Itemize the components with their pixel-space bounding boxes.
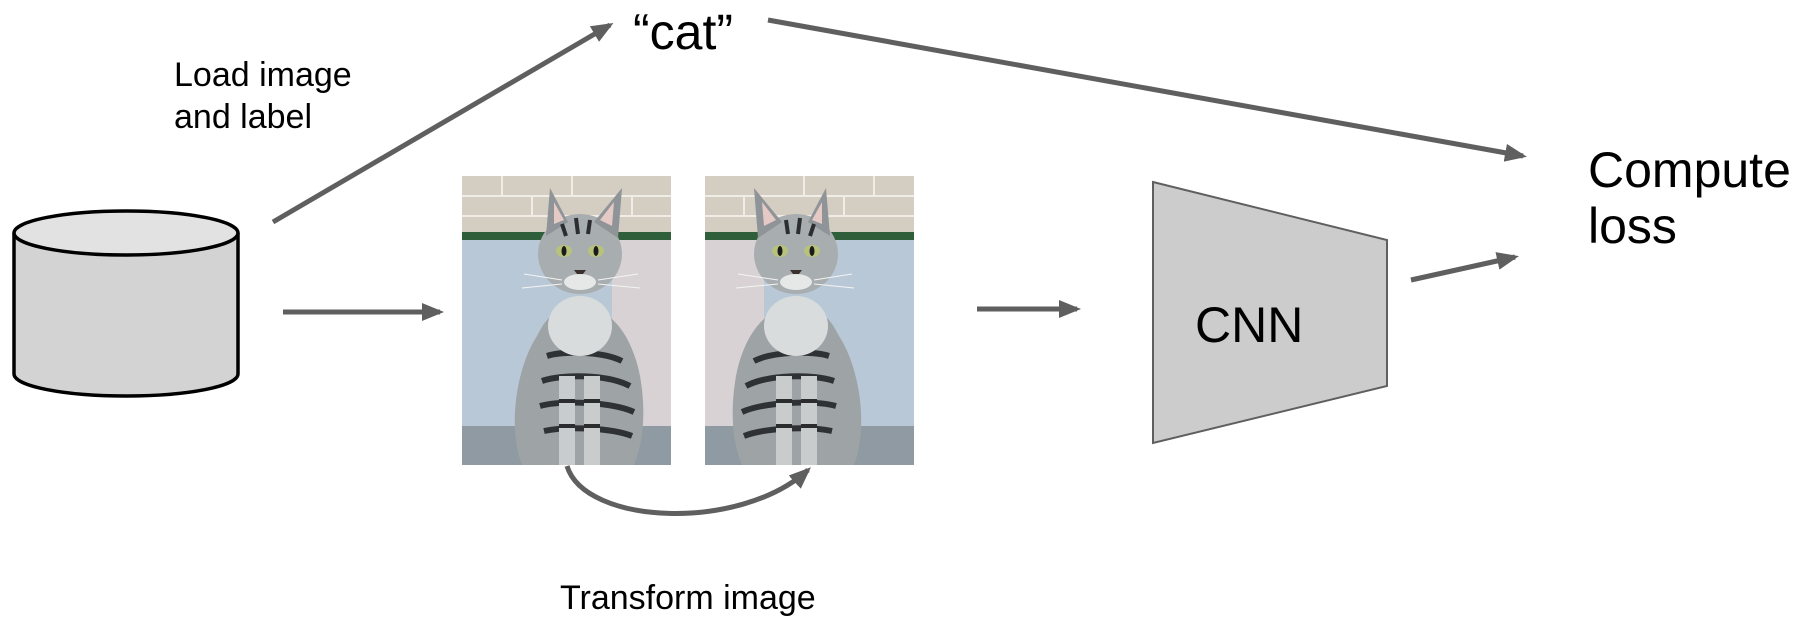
arrow-transform-curve [564, 465, 811, 516]
cat-class-label: “cat” [633, 4, 733, 60]
cat-photo-flipped [705, 176, 914, 465]
arrow-load-to-label [271, 22, 614, 225]
cat-photo [462, 176, 671, 465]
arrow-label-to-loss [767, 17, 1527, 162]
arrow-cnn-to-loss [1410, 252, 1519, 283]
load-image-label: Load image and label [174, 54, 352, 138]
load-image-label-line1: Load image [174, 56, 352, 94]
cnn-trapezoid-icon [1152, 180, 1388, 445]
cnn-label: CNN [1195, 297, 1304, 353]
compute-loss-label: Compute loss [1588, 142, 1791, 254]
compute-loss-label-line2: loss [1588, 198, 1677, 254]
database-cylinder-icon [12, 209, 240, 398]
compute-loss-label-line1: Compute [1588, 142, 1791, 198]
transform-image-label: Transform image [560, 579, 816, 617]
load-image-label-line2: and label [174, 98, 313, 136]
